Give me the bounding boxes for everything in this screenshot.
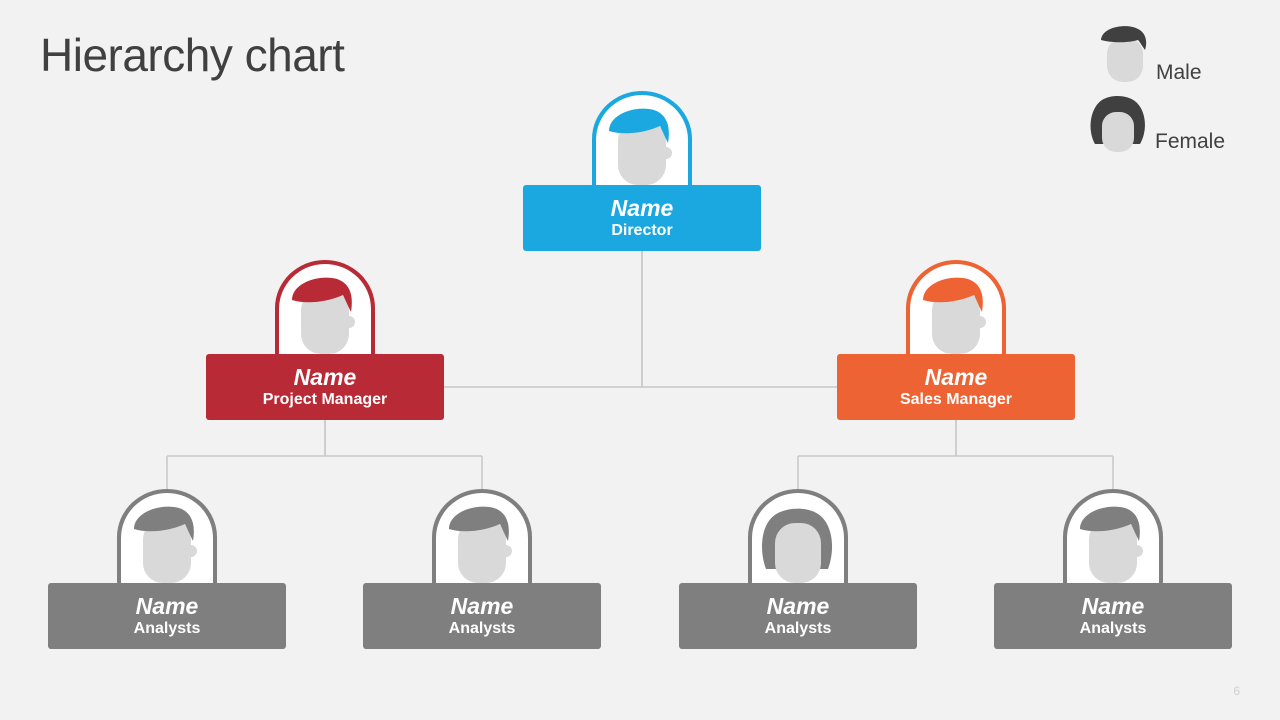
legend-label-female: Female (1155, 130, 1226, 153)
node-name: Name (135, 593, 199, 619)
node-role: Analysts (448, 620, 516, 637)
node-analyst-1: Name Analysts (48, 489, 286, 654)
male-avatar-icon (432, 489, 532, 599)
node-name: Name (450, 593, 514, 619)
node-name: Name (293, 364, 357, 390)
node-role: Sales Manager (899, 391, 1013, 408)
male-avatar-icon (592, 91, 692, 201)
node-director: Name Director (523, 91, 761, 256)
page-number: 6 (1233, 684, 1240, 698)
node-role: Analysts (764, 620, 832, 637)
male-avatar-icon (906, 260, 1006, 370)
male-avatar-icon (275, 260, 375, 370)
female-avatar-icon (748, 489, 848, 599)
node-label-box: Name Analysts (679, 583, 917, 649)
node-label-box: Name Analysts (994, 583, 1232, 649)
node-name: Name (610, 195, 674, 221)
node-name: Name (1081, 593, 1145, 619)
node-analyst-4: Name Analysts (994, 489, 1232, 654)
male-avatar-icon (117, 489, 217, 599)
legend-label-male: Male (1156, 61, 1202, 84)
node-role: Project Manager (262, 391, 388, 408)
node-role: Director (611, 222, 673, 239)
node-label-box: Name Analysts (48, 583, 286, 649)
female-avatar-icon (1090, 96, 1145, 152)
male-avatar-icon (1063, 489, 1163, 599)
node-project-manager: Name Project Manager (206, 260, 444, 425)
slide-title: Hierarchy chart (40, 29, 345, 81)
node-sales-manager: Name Sales Manager (837, 260, 1075, 425)
node-label-box: Name Director (523, 185, 761, 251)
node-name: Name (766, 593, 830, 619)
node-name: Name (924, 364, 988, 390)
node-role: Analysts (1079, 620, 1147, 637)
node-label-box: Name Analysts (363, 583, 601, 649)
node-label-box: Name Project Manager (206, 354, 444, 420)
male-avatar-icon (1101, 26, 1147, 82)
node-role: Analysts (133, 620, 201, 637)
node-label-box: Name Sales Manager (837, 354, 1075, 420)
node-analyst-2: Name Analysts (363, 489, 601, 654)
node-analyst-3: Name Analysts (679, 489, 917, 654)
